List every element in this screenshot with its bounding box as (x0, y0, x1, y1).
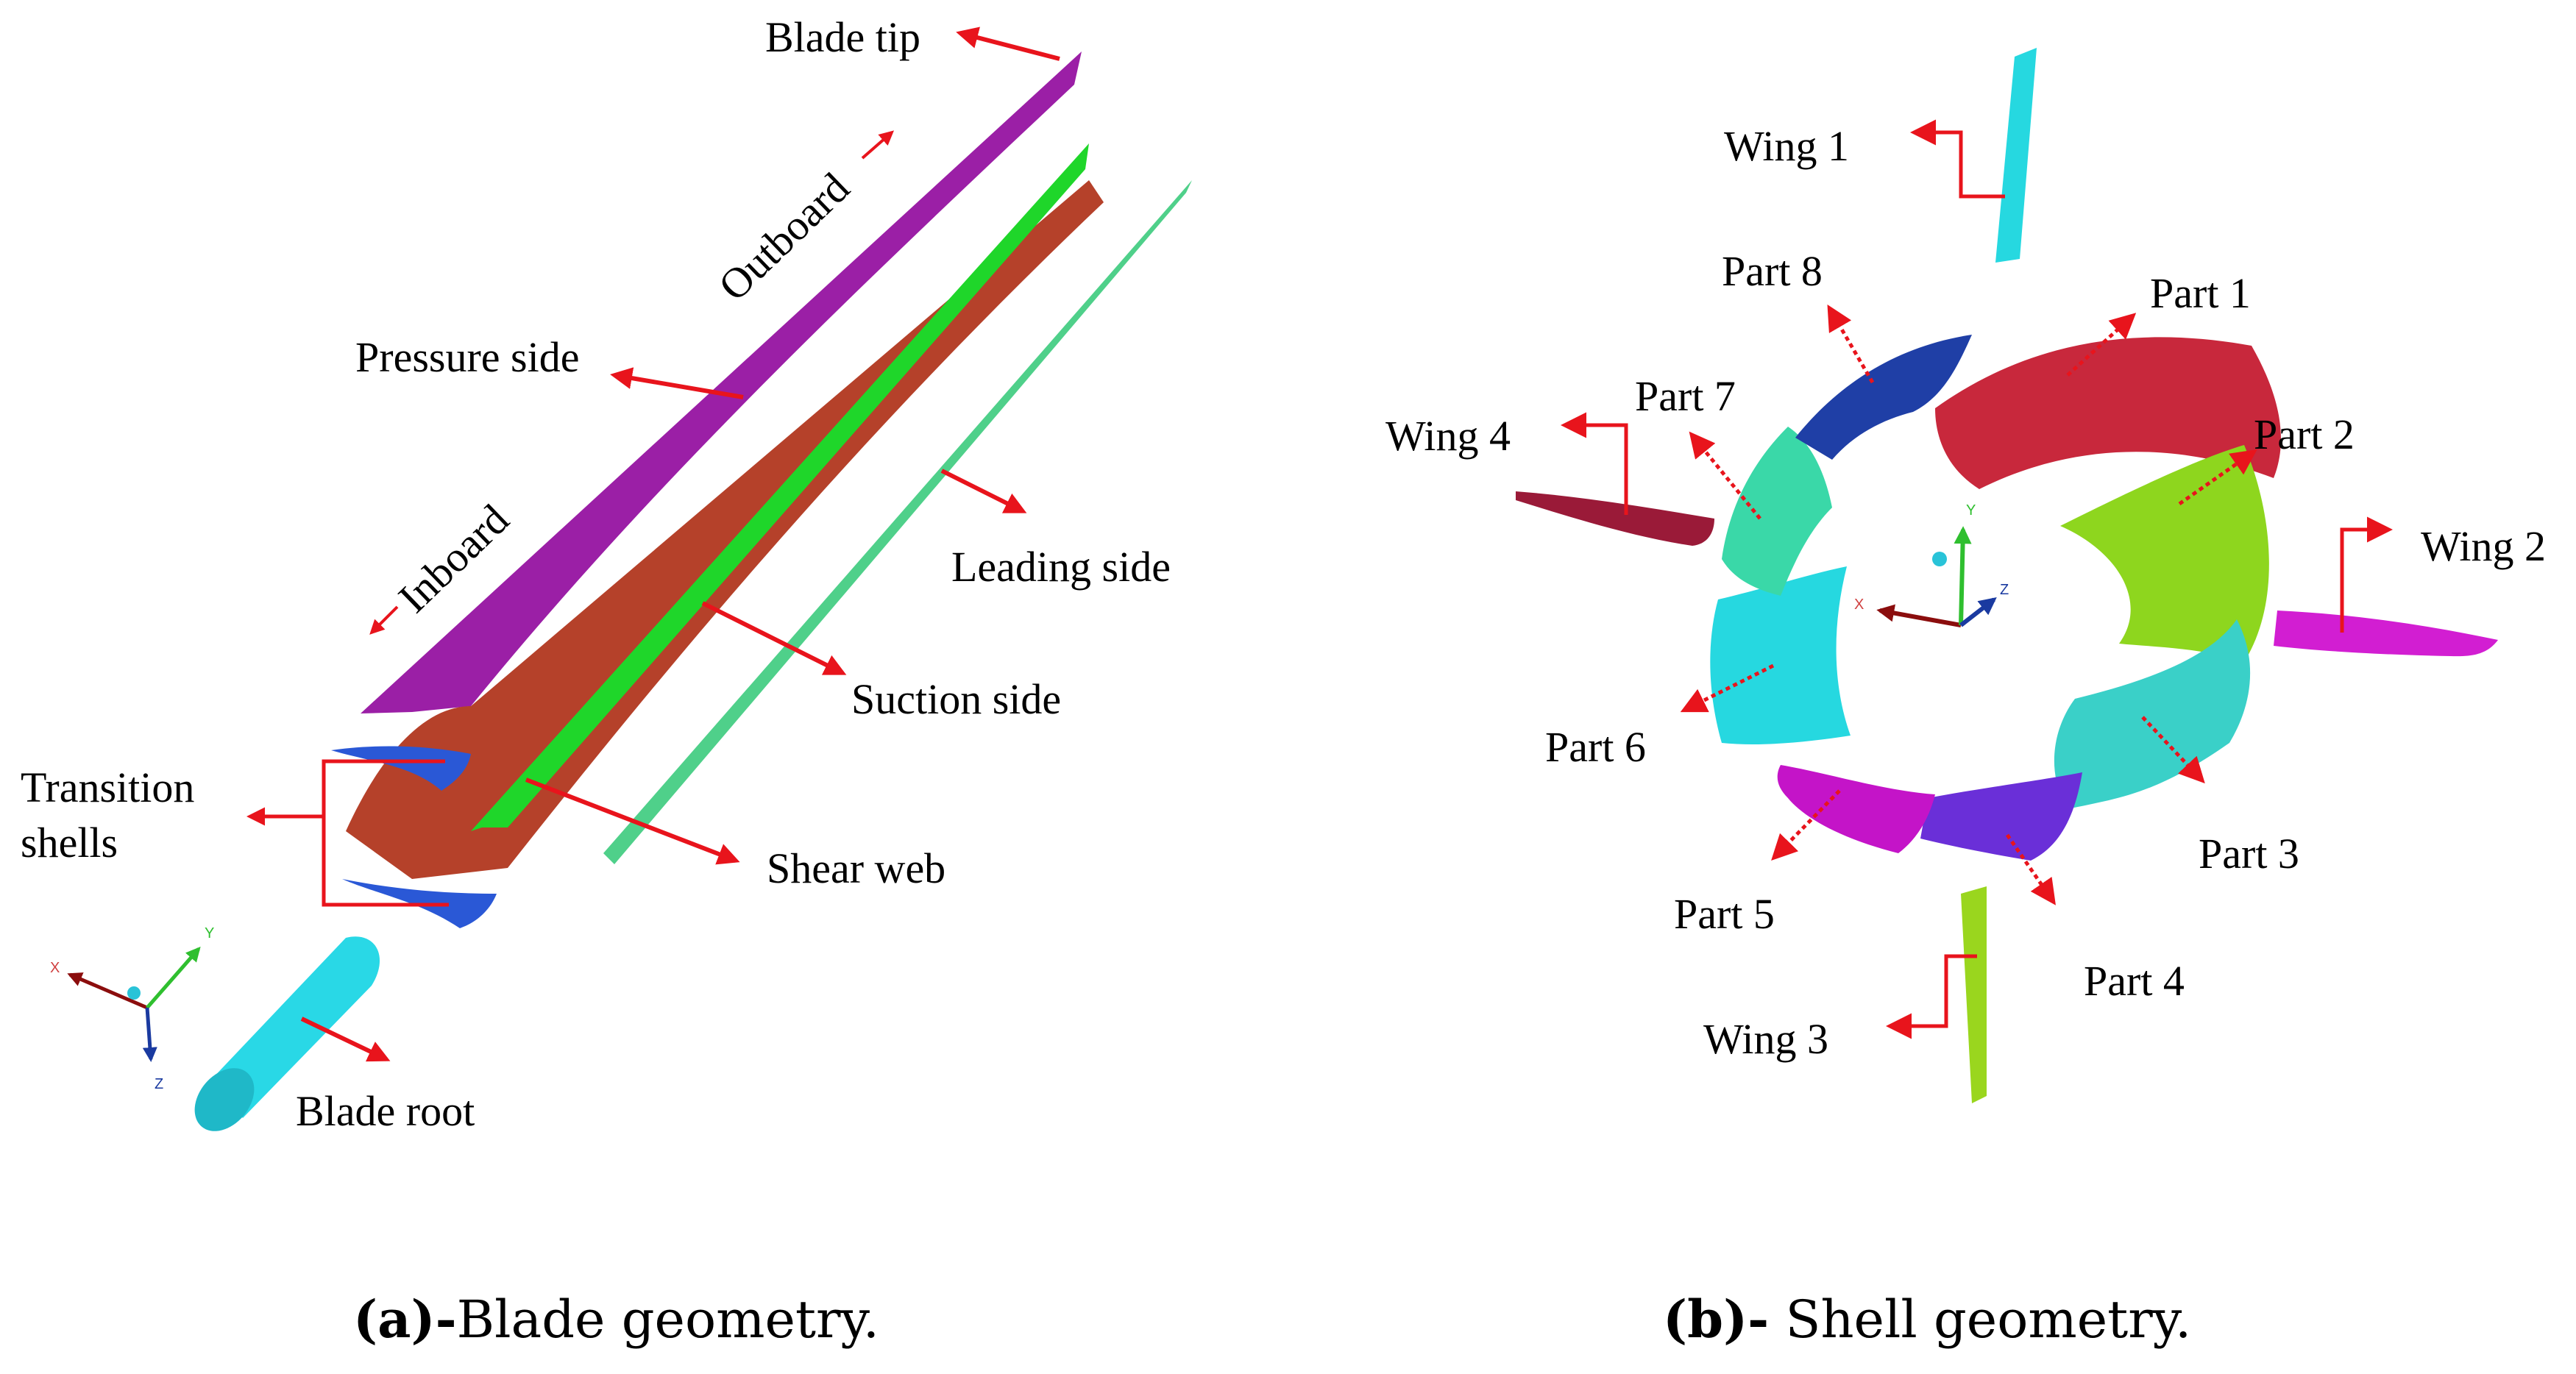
wing-3 (1961, 886, 1987, 1103)
axis-y-label: Y (205, 925, 214, 941)
part-7-shell (1722, 427, 1832, 596)
caption-a-bold: (a)- (353, 1289, 457, 1350)
arrow-part-1 (2066, 313, 2137, 377)
arrow-blade-tip (956, 26, 1060, 61)
label-blade-tip: Blade tip (765, 13, 920, 61)
transition-shell-upper (331, 746, 471, 791)
label-suction-side: Suction side (851, 675, 1061, 723)
label-wing-1: Wing 1 (1724, 122, 1849, 170)
arrow-shear-web (525, 777, 740, 865)
label-wing-4: Wing 4 (1385, 412, 1511, 460)
label-transition-shells-line1: Transition (21, 763, 194, 811)
blade-root-cylinder (194, 936, 380, 1131)
arrow-part-3 (2141, 716, 2205, 784)
part-arrows (1680, 304, 2257, 905)
label-part-6: Part 6 (1545, 723, 1646, 771)
caption-b: (b)- Shell geometry. (1663, 1289, 2191, 1350)
label-part-3: Part 3 (2199, 830, 2299, 878)
label-wing-2: Wing 2 (2421, 522, 2546, 570)
label-pressure-side: Pressure side (355, 333, 579, 381)
axis-z-label: Z (155, 1076, 163, 1092)
part-2-shell (2060, 445, 2269, 662)
arrow-part-5 (1771, 789, 1841, 861)
wing-2 (2274, 611, 2498, 657)
caption-a-text: Blade geometry. (457, 1289, 879, 1350)
axis-x-label: X (50, 960, 60, 976)
arrow-pressure-side (610, 367, 744, 399)
arrow-suction-side (701, 601, 847, 675)
arrow-part-7 (1689, 431, 1761, 520)
panel-a-blade-geometry: X Y Z Blade tip Outboard Pressure side I… (21, 13, 1192, 1350)
caption-b-bold: (b)- (1663, 1289, 1769, 1350)
wing-4 (1516, 491, 1714, 546)
arrow-part-8 (1827, 304, 1875, 384)
wing-1 (1995, 48, 2037, 263)
part-1-shell (1935, 337, 2281, 489)
arrow-wing-1 (1910, 119, 2005, 199)
label-part-7: Part 7 (1635, 372, 1736, 420)
label-part-4: Part 4 (2084, 957, 2185, 1005)
arrow-inboard (369, 605, 399, 635)
part-8-shell (1795, 335, 1972, 460)
axis-triad-b: X Y Z (1854, 502, 2009, 627)
label-part-2: Part 2 (2254, 410, 2355, 458)
part-3-shell (2054, 619, 2251, 809)
arrow-blade-root (300, 1017, 391, 1062)
arrow-part-2 (2178, 449, 2257, 506)
leading-side-shell (603, 180, 1192, 864)
arrow-outboard (861, 130, 895, 160)
arrow-part-6 (1680, 663, 1775, 713)
label-transition-shells-line2: shells (21, 819, 118, 866)
label-leading-side: Leading side (951, 543, 1171, 591)
arrow-part-4 (2005, 833, 2056, 905)
caption-a: (a)-Blade geometry. (353, 1289, 879, 1350)
wing-arrows (1561, 119, 2393, 1039)
arrow-leading-side (940, 469, 1027, 513)
annotation-arrows-a (246, 26, 1060, 1062)
arrow-transition-shells (322, 759, 449, 907)
part-4-shell (1920, 772, 2082, 861)
shear-web (471, 143, 1089, 831)
label-part-8: Part 8 (1722, 247, 1823, 295)
label-part-1: Part 1 (2150, 269, 2251, 317)
label-wing-3: Wing 3 (1703, 1015, 1828, 1063)
part-5-shell (1777, 765, 1935, 853)
axis-y-label-b: Y (1966, 502, 1976, 519)
caption-b-text: Shell geometry. (1769, 1289, 2191, 1350)
axis-z-label-b: Z (2000, 582, 2009, 598)
arrow-wing-3 (1886, 954, 1977, 1039)
arrow-wing-4 (1561, 412, 1628, 515)
pressure-side-shell (361, 51, 1082, 713)
panel-b-shell-geometry: X Y Z Wing 1 Wing 2 Wing 3 Wing 4 Part 1 (1385, 48, 2546, 1350)
label-part-5: Part 5 (1674, 890, 1775, 938)
arrow-wing-2 (2340, 516, 2393, 633)
axis-x-label-b: X (1854, 597, 1864, 613)
label-blade-root: Blade root (296, 1087, 475, 1135)
part-6-shell (1710, 566, 1851, 744)
label-shear-web: Shear web (767, 844, 945, 892)
axis-triad-a: X Y Z (50, 925, 214, 1092)
